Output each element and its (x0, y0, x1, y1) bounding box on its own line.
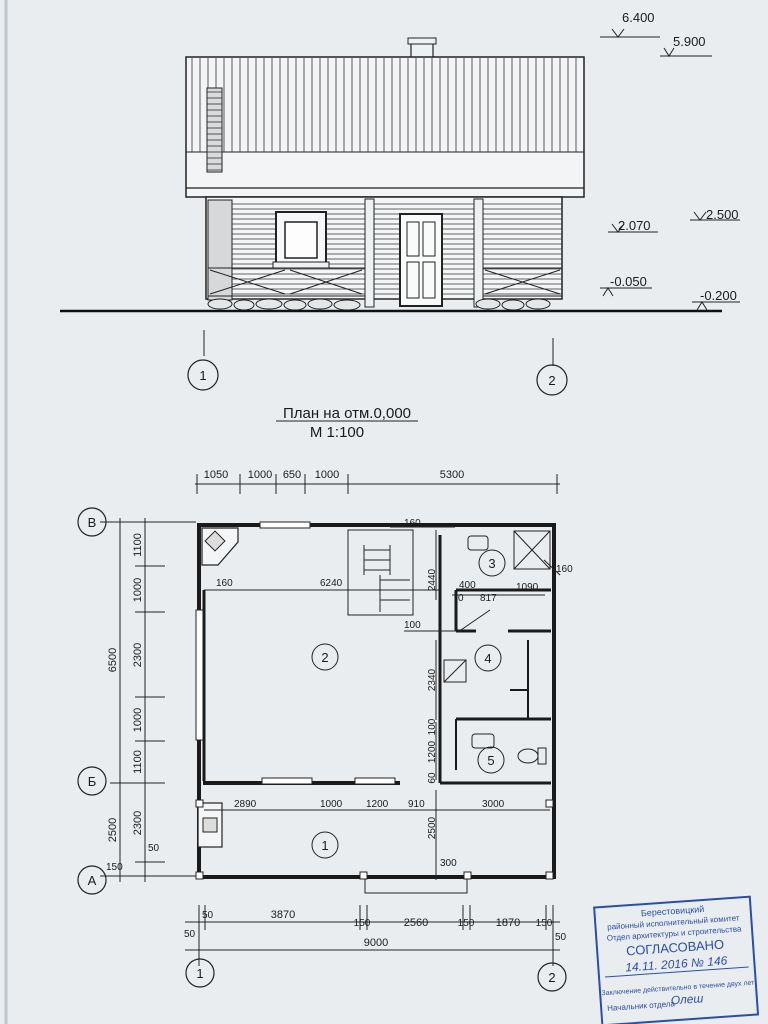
plan-scale: М 1:100 (310, 424, 364, 441)
dim-2340: 2340 (427, 668, 438, 691)
svg-text:3: 3 (488, 556, 495, 571)
dim-817: 817 (480, 593, 497, 604)
dim-100-low: 100 (427, 718, 438, 735)
dim-1000: 1000 (320, 799, 343, 810)
axis-v: В (77, 507, 107, 537)
dim-100-mid: 100 (404, 620, 421, 631)
dim-1200: 1200 (427, 740, 438, 763)
mark-floor: 2.070 (618, 218, 651, 233)
dim-2500: 2500 (427, 816, 438, 839)
elevation-axis-1: 1 (187, 359, 219, 391)
left-lower-2: 2300 (132, 811, 144, 835)
dim-1200b: 1200 (366, 799, 389, 810)
stamp-signature: Олеш (670, 991, 704, 1007)
dim-400: 400 (459, 580, 476, 591)
mark-ridge: 6.400 (622, 10, 655, 25)
dim-6240: 6240 (320, 578, 343, 589)
stamp-approved: СОГЛАСОВАНО (626, 937, 725, 959)
room-2: 2 (311, 643, 339, 671)
svg-text:1: 1 (321, 838, 328, 853)
top-dim-1: 1050 (204, 469, 228, 481)
floor-plan: 1050 1000 650 1000 5300 6500 1100 1000 2… (77, 469, 573, 992)
top-dim-3: 650 (283, 469, 301, 481)
left-lower-3: 150 (106, 862, 123, 873)
svg-text:4: 4 (484, 651, 491, 666)
room-1: 1 (311, 831, 339, 859)
svg-text:5: 5 (487, 753, 494, 768)
dim-60: 60 (427, 772, 438, 784)
svg-text:В: В (88, 515, 97, 530)
left-dim-1: 1100 (132, 533, 144, 557)
top-dim-2: 1000 (248, 469, 272, 481)
dim-2440: 2440 (427, 568, 438, 591)
plan-axis-1: 1 (185, 958, 215, 988)
level-marks: 6.400 5.900 2.070 2.500 -0.050 -0.200 (600, 10, 740, 311)
svg-text:1: 1 (199, 368, 206, 383)
svg-text:2: 2 (548, 970, 555, 985)
bottom-small-right: 50 (555, 932, 567, 943)
plan-axis-2: 2 (537, 962, 567, 992)
bottom-dim-5: 150 (458, 918, 475, 929)
bottom-dim-6: 1870 (496, 917, 520, 929)
left-dim-3: 2300 (132, 643, 144, 667)
left-total: 6500 (107, 648, 119, 672)
plan-title: План на отм.0,000 (283, 405, 411, 422)
dim-910: 910 (408, 799, 425, 810)
bottom-dim-4: 2560 (404, 917, 428, 929)
top-dim-5: 5300 (440, 469, 464, 481)
dim-160-right: 160 (556, 564, 573, 575)
bottom-dim-2: 3870 (271, 909, 295, 921)
bottom-dim-3: 150 (354, 918, 371, 929)
left-lower-4: 50 (148, 843, 160, 854)
left-dim-2: 1000 (132, 578, 144, 602)
bottom-small-left: 50 (184, 929, 196, 940)
left-lower-1: 2500 (107, 818, 119, 842)
bottom-total: 9000 (364, 937, 388, 949)
room-5: 5 (477, 746, 505, 774)
front-elevation (60, 37, 722, 366)
stamp-line1: Берестовицкий (641, 904, 705, 918)
dim-2890: 2890 (234, 799, 257, 810)
dim-0: 0 (458, 593, 464, 604)
dim-3000: 3000 (482, 799, 505, 810)
dim-300: 300 (440, 858, 457, 869)
room-3: 3 (478, 549, 506, 577)
dim-160-left: 160 (216, 578, 233, 589)
axis-b: Б (77, 766, 107, 796)
left-dim-5: 1100 (132, 750, 144, 774)
elevation-axis-2: 2 (536, 364, 568, 396)
mark-ground-right: -0.200 (700, 288, 737, 303)
svg-text:1: 1 (196, 966, 203, 981)
svg-text:2: 2 (321, 650, 328, 665)
room-4: 4 (474, 644, 502, 672)
dim-1090: 1090 (516, 582, 539, 593)
top-dim-4: 1000 (315, 469, 339, 481)
bottom-dim-7: 150 (536, 918, 553, 929)
mark-second: 2.500 (706, 207, 739, 222)
mark-ground-left: -0.050 (610, 274, 647, 289)
bottom-dim-1: 50 (202, 910, 214, 921)
svg-text:А: А (88, 873, 97, 888)
axis-a: А (77, 865, 107, 895)
left-dim-4: 1000 (132, 708, 144, 732)
dim-160-top: 160 (404, 518, 421, 529)
mark-eave: 5.900 (673, 34, 706, 49)
approval-stamp: Берестовицкий районный исполнительный ко… (593, 895, 760, 1024)
svg-text:2: 2 (548, 373, 555, 388)
svg-text:Б: Б (88, 774, 97, 789)
